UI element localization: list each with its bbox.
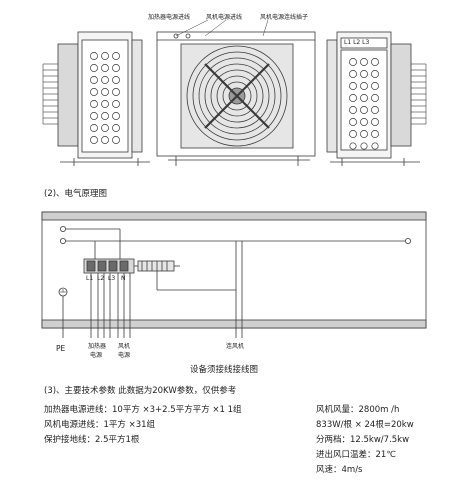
right-heater-tubes: [349, 58, 379, 150]
terminal-label-l2: L2: [97, 275, 105, 282]
spec-left-line-3: 保护接地线：2.5平方1根: [44, 435, 140, 445]
wiring-schematic: [41, 211, 427, 338]
fan-power-line-label: 风机电源进线: [206, 14, 243, 21]
fan-control-socket-label: 风机电源连线插子: [260, 14, 309, 21]
spec-right-line-2: 833W/根 × 24根=20kw: [316, 420, 414, 430]
spec-right-line-5: 风速：4m/s: [316, 465, 363, 475]
specs-section-title: (3)、主要技术参数 此数据为20KW参数，仅供参考: [44, 386, 237, 396]
fan-label-line2: 电源: [118, 352, 131, 359]
fan-guard: [186, 45, 288, 147]
spec-right-line-1: 风机风量：2800m /h: [316, 405, 400, 415]
right-terminal-label: L1 L2 L3: [344, 39, 370, 46]
spec-right-line-3: 分两档：12.5kw/7.5kw: [316, 435, 410, 445]
left-heater-tubes: [90, 52, 120, 144]
schematic-section-title: (2)、电气原理图: [44, 189, 108, 199]
spec-right-line-4: 进出风口温差：21℃: [316, 450, 396, 460]
right-fins: [411, 63, 427, 125]
heater-label-line2: 电源: [90, 352, 103, 359]
fan-label-line1: 风机: [118, 343, 131, 350]
spec-left-line-1: 加热器电源进线：10平方 ×3+2.5平方平方 ×1 1组: [44, 405, 242, 415]
left-fins: [42, 63, 58, 125]
terminal-label-l3: L3: [108, 275, 116, 282]
right-side-view: [326, 31, 427, 166]
heater-power-line-label: 加热器电源进线: [148, 14, 191, 21]
terminal-label-n: N: [121, 275, 126, 282]
spec-left-line-2: 风机电源进线：1平方 ×31组: [44, 420, 156, 430]
to-fan-label: 连风机: [226, 343, 245, 350]
front-view: [156, 19, 316, 166]
left-side-view: [42, 31, 150, 166]
pe-label: PE: [56, 344, 66, 353]
schematic-caption: 设备须接线接线图: [190, 365, 259, 375]
terminal-label-l1: L1: [86, 275, 94, 282]
heater-label-line1: 加热器: [88, 343, 107, 350]
